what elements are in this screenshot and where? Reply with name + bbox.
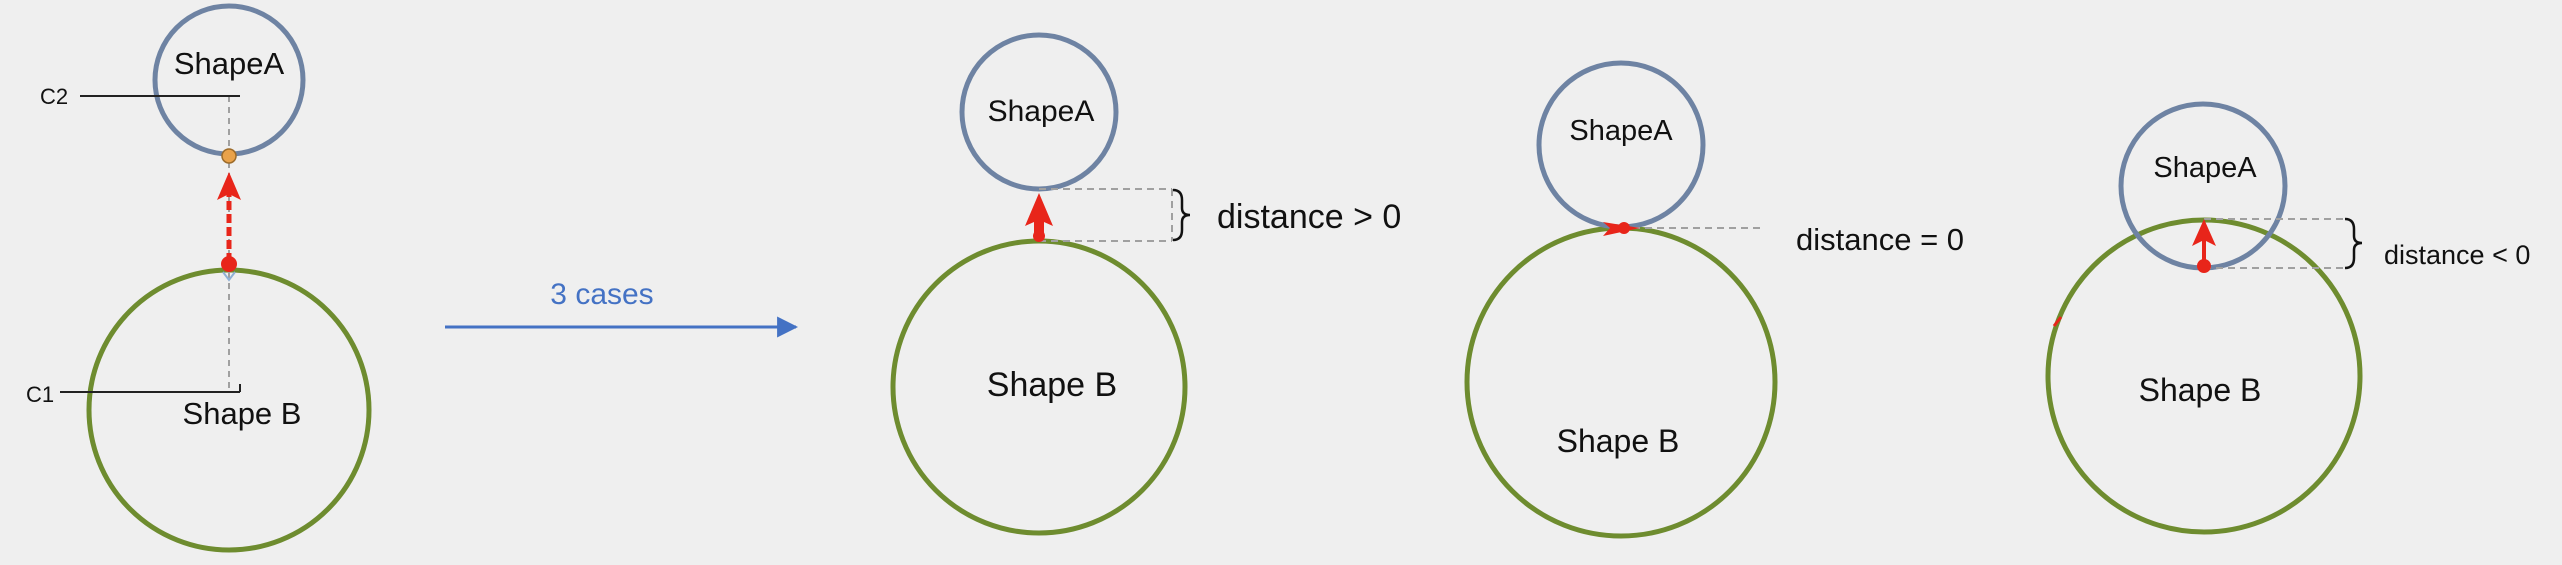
c2-label: C2 [40, 84, 68, 109]
case3-red-point [2197, 259, 2211, 273]
case-zero-distance: ShapeA Shape B distance = 0 [1464, 60, 1964, 539]
case1-shape-a-label: ShapeA [988, 95, 1095, 128]
case3-shape-b-label: Shape B [2139, 372, 2262, 408]
setup-contact-marker [222, 271, 236, 282]
case1-shape-b-label: Shape B [987, 366, 1117, 404]
case1-red-point [1033, 230, 1045, 242]
case3-distance-label: distance < 0 [2384, 240, 2530, 270]
case3-shape-a-label: ShapeA [2153, 152, 2257, 184]
case3-stray-mark [2052, 316, 2063, 327]
setup-red-point [221, 256, 237, 272]
c1-label: C1 [26, 382, 54, 407]
cases-connector: 3 cases [445, 278, 799, 338]
case-negative-distance: ShapeA Shape B distance < 0 [2045, 101, 2530, 535]
case2-shape-b-label: Shape B [1557, 423, 1680, 459]
case1-red-arrow [1025, 193, 1053, 238]
case2-distance-label: distance = 0 [1796, 222, 1964, 257]
case3-brace [2344, 217, 2363, 270]
setup-shape-a-label: ShapeA [174, 46, 285, 81]
case1-distance-label: distance > 0 [1217, 198, 1401, 236]
case2-shape-a-label: ShapeA [1569, 115, 1673, 147]
setup-shape-b-label: Shape B [183, 396, 302, 431]
case1-brace [1172, 188, 1191, 242]
setup-figure: ShapeA Shape B C2 C1 [26, 3, 372, 553]
case-positive-distance: ShapeA Shape B distance > 0 [890, 32, 1401, 536]
setup-orange-point [221, 148, 237, 164]
case2-shape-b-circle [1464, 225, 1778, 539]
setup-red-arrow-head [217, 172, 241, 200]
case2-red-point [1618, 222, 1630, 234]
cases-connector-label: 3 cases [550, 278, 653, 311]
case3-red-arrow-head [2192, 219, 2216, 246]
